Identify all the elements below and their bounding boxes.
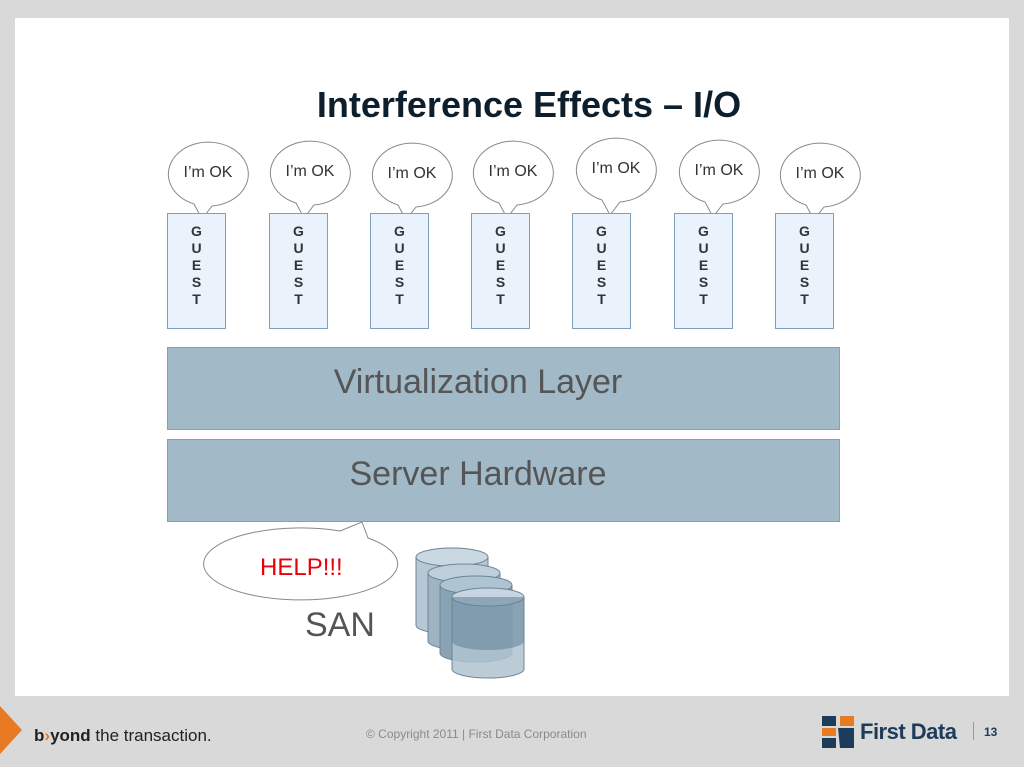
guest-vm-label: G U E S T: [799, 223, 810, 307]
help-bubble-shape: [203, 521, 399, 601]
guest-bubble-text: I’m OK: [285, 163, 335, 180]
guest-bubble-shape: [167, 141, 249, 220]
corner-chevron-icon: [0, 706, 22, 754]
guest-bubble-shape: [678, 139, 760, 218]
tagline-arrow: ›: [44, 726, 51, 745]
guest-vm-box: G U E S T: [471, 213, 530, 329]
tagline-yond: yond: [50, 726, 91, 745]
help-text: HELP!!!: [260, 554, 343, 581]
san-storage-icon: [415, 547, 525, 679]
guest-bubble-shape: [779, 142, 861, 221]
guest-vm-label: G U E S T: [698, 223, 709, 307]
guest-bubble-text: I’m OK: [183, 164, 233, 181]
tagline-rest: the transaction.: [90, 726, 212, 745]
guest-bubble-shape: [575, 137, 657, 216]
copyright-text: © Copyright 2011 | First Data Corporatio…: [366, 727, 587, 741]
guest-vm-label: G U E S T: [191, 223, 202, 307]
guest-vm-box: G U E S T: [775, 213, 834, 329]
guest-vm-label: G U E S T: [293, 223, 304, 307]
guest-vm-box: G U E S T: [370, 213, 429, 329]
guest-bubble-text: I’m OK: [795, 165, 845, 182]
guest-bubble-shape: [371, 142, 453, 221]
server-hardware-label: Server Hardware: [349, 455, 607, 493]
footer-divider: [973, 722, 974, 740]
server-hardware-layer: Server Hardware: [167, 439, 840, 522]
first-data-logo-icon: [822, 716, 854, 748]
guest-bubble-text: I’m OK: [591, 160, 641, 177]
virtualization-layer-label: Virtualization Layer: [333, 363, 623, 401]
slide-title: Interference Effects – I/O: [316, 84, 742, 125]
guest-vm-label: G U E S T: [394, 223, 405, 307]
guest-bubble-text: I’m OK: [387, 165, 437, 182]
guest-vm-box: G U E S T: [167, 213, 226, 329]
brand-name: First Data: [860, 719, 957, 744]
guest-vm-label: G U E S T: [596, 223, 607, 307]
san-label: SAN: [305, 606, 375, 644]
page-number: 13: [984, 725, 998, 739]
tagline-b: b: [34, 726, 45, 745]
guest-bubble-shape: [472, 140, 554, 219]
guest-bubble-shape: [269, 140, 351, 219]
virtualization-layer: Virtualization Layer: [167, 347, 840, 430]
guest-vm-box: G U E S T: [269, 213, 328, 329]
guest-bubble-text: I’m OK: [488, 163, 538, 180]
footer-tagline: b›yond the transaction.: [34, 726, 212, 746]
guest-bubble-text: I’m OK: [694, 162, 744, 179]
guest-vm-box: G U E S T: [674, 213, 733, 329]
guest-vm-box: G U E S T: [572, 213, 631, 329]
guest-vm-label: G U E S T: [495, 223, 506, 307]
